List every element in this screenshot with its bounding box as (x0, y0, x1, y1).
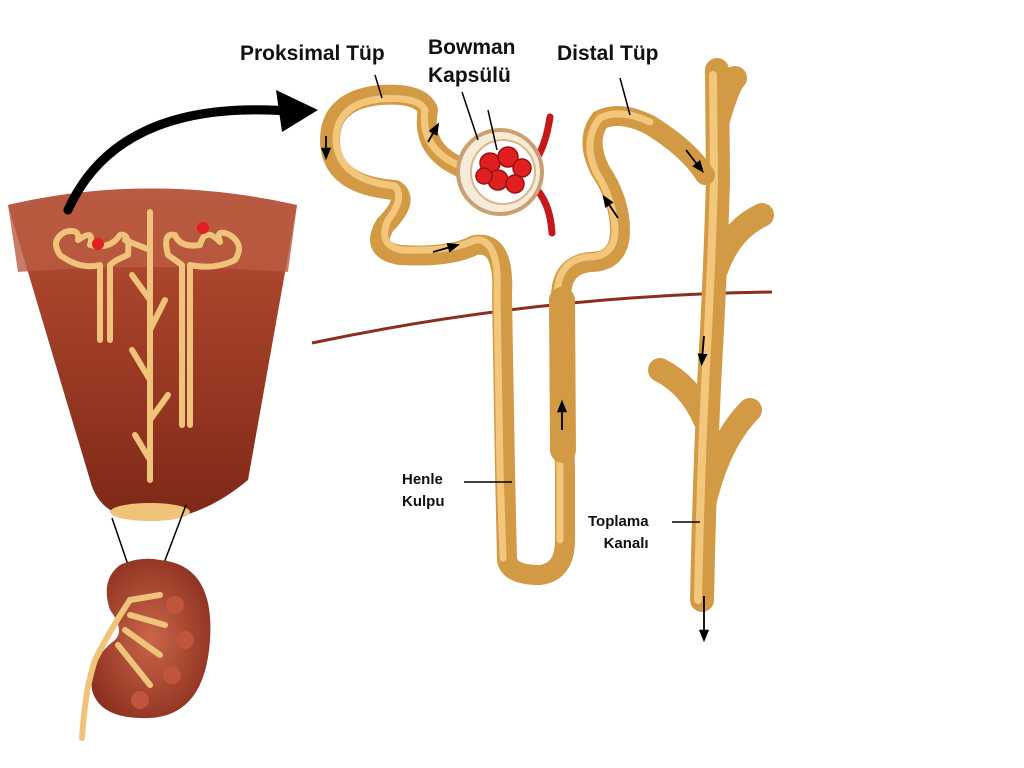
kidney-section (8, 189, 297, 601)
collecting-duct-label: Toplama Kanalı (588, 511, 649, 555)
henle-label-line2: Kulpu (402, 491, 445, 513)
henle-loop-label: Henle Kulpu (402, 469, 445, 513)
distal-tubule-label: Distal Tüp (557, 42, 659, 66)
collecting-label-line1: Toplama (588, 511, 649, 533)
bowman-label-line1: Bowman (428, 34, 516, 62)
nephron-tubule (330, 70, 762, 600)
bowman-label-line2: Kapsülü (428, 62, 516, 90)
henle-label-line1: Henle (402, 469, 445, 491)
bowman-capsule-label: Bowman Kapsülü (428, 34, 516, 90)
kidney-icon (82, 559, 210, 738)
collecting-label-line2: Kanalı (588, 533, 649, 555)
proximal-tubule-label: Proksimal Tüp (240, 42, 385, 66)
